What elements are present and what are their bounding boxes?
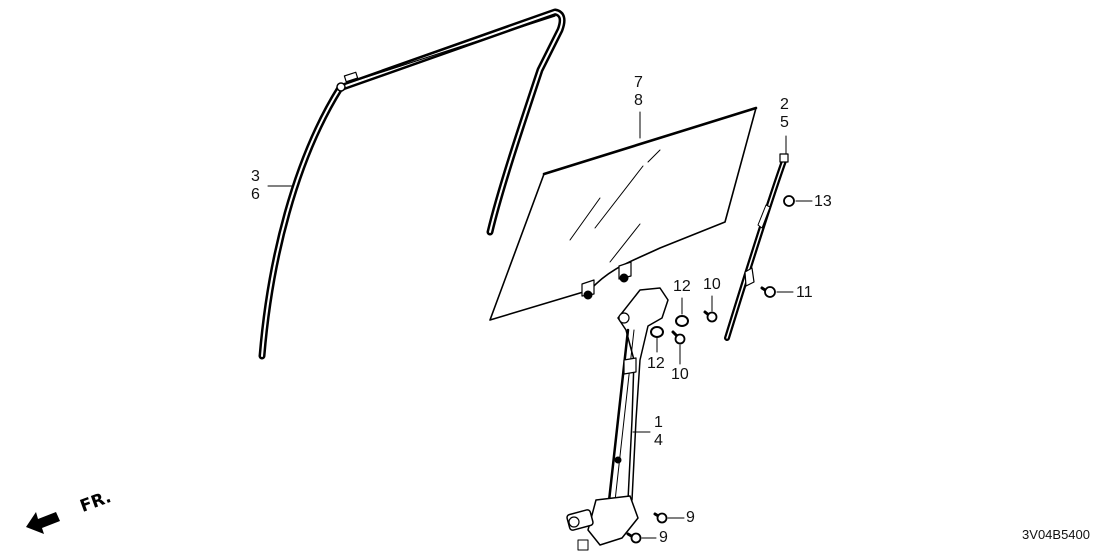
- callout-window-regulator[interactable]: 1 4: [654, 414, 663, 449]
- figure-code: 3V04B5400: [1022, 527, 1090, 542]
- bolt-11-drawing[interactable]: [760, 286, 794, 298]
- callout-sash-channel[interactable]: 3 6: [251, 168, 260, 203]
- callout-bolt-9-lower[interactable]: 9: [659, 529, 668, 546]
- nut-12-upper-drawing[interactable]: [675, 297, 689, 327]
- nut-12-lower-drawing[interactable]: [650, 326, 664, 353]
- callout-nut-12-lower[interactable]: 12: [647, 355, 665, 372]
- callout-rear-channel[interactable]: 2 5: [780, 96, 789, 131]
- bolt-9-lower-drawing[interactable]: [626, 532, 657, 544]
- window-regulator-drawing[interactable]: [566, 287, 669, 551]
- bolt-10-upper-drawing[interactable]: [703, 295, 718, 323]
- rear-channel-drawing[interactable]: [724, 153, 789, 341]
- callout-nut-13[interactable]: 13: [814, 193, 832, 210]
- callout-bolt-11[interactable]: 11: [796, 284, 813, 301]
- callout-bolt-10-lower[interactable]: 10: [671, 366, 689, 383]
- sash-channel-drawing[interactable]: [258, 8, 566, 360]
- callout-door-glass[interactable]: 7 8: [634, 74, 643, 109]
- callout-bolt-10-upper[interactable]: 10: [703, 276, 721, 293]
- callout-bolt-9-upper[interactable]: 9: [686, 509, 695, 526]
- front-direction-arrow-icon: [26, 512, 60, 534]
- bolt-10-lower-drawing[interactable]: [671, 330, 686, 365]
- bolt-9-upper-drawing[interactable]: [653, 512, 685, 524]
- door-glass-drawing[interactable]: [489, 106, 758, 321]
- callout-nut-12-upper[interactable]: 12: [673, 278, 691, 295]
- nut-13-drawing[interactable]: [783, 195, 813, 207]
